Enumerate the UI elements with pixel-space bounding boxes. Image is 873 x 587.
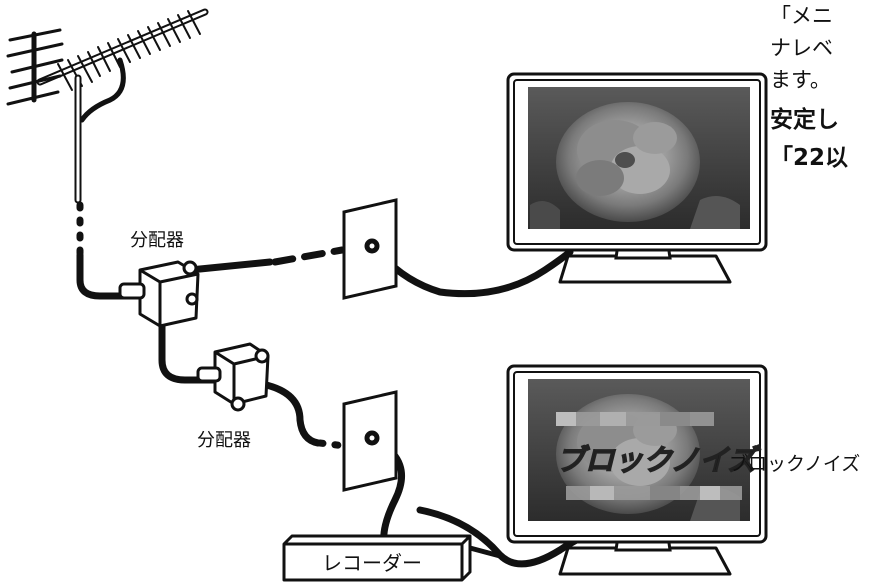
block-noise-overlay-label: ブロックノイズ [556, 443, 761, 477]
splitter-bottom-label: 分配器 [197, 430, 251, 451]
antenna-icon [6, 8, 209, 204]
recorder-icon [282, 534, 472, 582]
side-text-line-5: 「22以 [770, 145, 849, 171]
wall-outlet-top-icon [342, 198, 398, 300]
tv-bottom-icon: ブロックノイズ [506, 364, 768, 576]
side-text-line-1: 「メニ [770, 4, 833, 28]
block-noise-bars [556, 412, 742, 500]
recorder-label: レコーダー [322, 551, 422, 575]
splitter-bottom-icon [196, 342, 270, 412]
splitter-top-icon [118, 260, 200, 328]
splitter-top-label: 分配器 [130, 230, 184, 251]
tv-top-icon [506, 72, 768, 284]
side-text-line-2: ナレベ [770, 36, 833, 60]
block-noise-caption: ブロックノイズ [729, 452, 860, 475]
side-text-line-3: ます。 [770, 68, 831, 92]
side-text-line-4: 安定し [770, 107, 839, 133]
wall-outlet-bottom-icon [342, 390, 398, 492]
flower-image [530, 102, 740, 229]
